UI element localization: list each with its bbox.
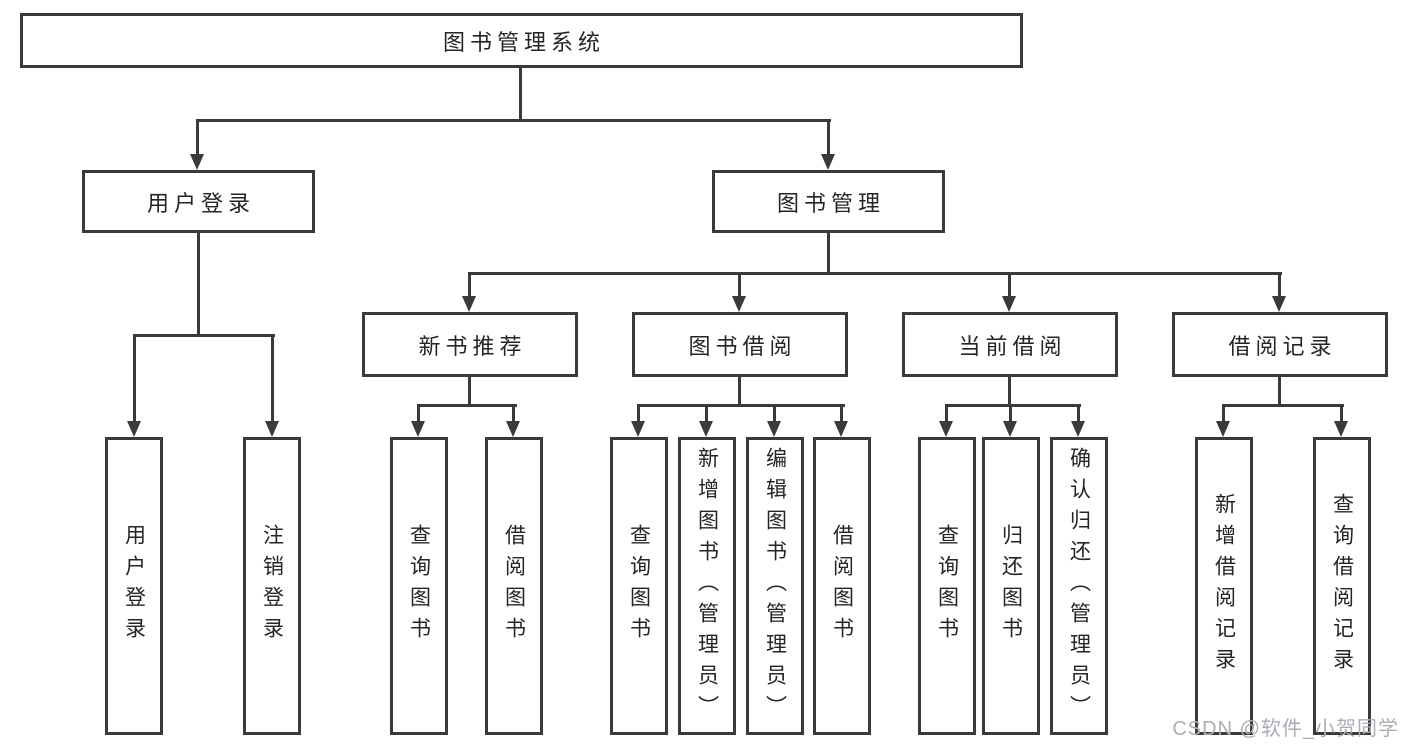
connector-line xyxy=(1077,404,1080,424)
connector-line xyxy=(133,334,275,337)
node-label: 当前借阅 xyxy=(958,333,1067,359)
leaf-query-books-1: 查询图书 xyxy=(390,437,448,735)
leaf-label: 编辑图书（管理员） xyxy=(763,446,787,726)
connector-line xyxy=(1008,377,1011,407)
connector-line xyxy=(827,119,830,158)
connector-line xyxy=(738,377,741,407)
connector-line xyxy=(468,377,471,407)
connector-line xyxy=(1340,404,1343,424)
arrow-down-icon xyxy=(1003,421,1017,437)
leaf-borrow-books-2: 借阅图书 xyxy=(813,437,871,735)
node-label: 借阅记录 xyxy=(1228,333,1337,359)
node-current-borrowing: 当前借阅 xyxy=(902,312,1118,377)
leaf-edit-book-admin: 编辑图书（管理员） xyxy=(746,437,804,735)
leaf-query-books-3: 查询图书 xyxy=(918,437,976,735)
leaf-borrow-books-1: 借阅图书 xyxy=(485,437,543,735)
arrow-down-icon xyxy=(834,421,848,437)
leaf-return-books: 归还图书 xyxy=(982,437,1040,735)
connector-line xyxy=(519,68,522,122)
connector-line xyxy=(827,233,830,275)
leaf-label: 确认归还（管理员） xyxy=(1067,446,1091,726)
watermark: CSDN @软件_小贺同学 xyxy=(1172,718,1399,740)
connector-line xyxy=(840,404,843,424)
leaf-label: 新增图书（管理员） xyxy=(695,446,719,726)
arrow-down-icon xyxy=(190,154,204,170)
leaf-label: 新增借阅记录 xyxy=(1212,493,1236,679)
leaf-query-books-2: 查询图书 xyxy=(610,437,668,735)
connector-line xyxy=(1009,404,1012,424)
connector-line xyxy=(1008,272,1011,298)
leaf-label: 用户登录 xyxy=(122,524,146,648)
leaf-query-borrow-record: 查询借阅记录 xyxy=(1313,437,1371,735)
arrow-down-icon xyxy=(1216,421,1230,437)
connector-line xyxy=(1278,377,1281,407)
node-label: 新书推荐 xyxy=(418,333,527,359)
connector-line xyxy=(945,404,1081,407)
arrow-down-icon xyxy=(1002,296,1016,312)
arrow-down-icon xyxy=(732,296,746,312)
connector-line xyxy=(512,404,515,424)
node-label: 图书借阅 xyxy=(688,333,797,359)
connector-line xyxy=(738,272,741,298)
connector-line xyxy=(1222,404,1225,424)
arrow-down-icon xyxy=(939,421,953,437)
connector-line xyxy=(417,404,420,424)
node-label: 图书管理 xyxy=(776,190,885,216)
leaf-label: 归还图书 xyxy=(999,524,1023,648)
leaf-logout: 注销登录 xyxy=(243,437,301,735)
arrow-down-icon xyxy=(127,421,141,437)
arrow-down-icon xyxy=(1071,421,1085,437)
leaf-label: 查询图书 xyxy=(627,524,651,648)
leaf-label: 借阅图书 xyxy=(502,524,526,648)
leaf-add-book-admin: 新增图书（管理员） xyxy=(678,437,736,735)
connector-line xyxy=(197,233,200,337)
connector-line xyxy=(417,404,517,407)
leaf-user-login: 用户登录 xyxy=(105,437,163,735)
node-borrowing-records: 借阅记录 xyxy=(1172,312,1388,377)
node-new-book-recommend: 新书推荐 xyxy=(362,312,578,377)
node-book-management: 图书管理 xyxy=(712,170,945,233)
leaf-label: 注销登录 xyxy=(260,524,284,648)
arrow-down-icon xyxy=(699,421,713,437)
arrow-down-icon xyxy=(1272,296,1286,312)
connector-line xyxy=(637,404,640,424)
connector-line xyxy=(773,404,776,424)
connector-line xyxy=(468,272,471,298)
arrow-down-icon xyxy=(265,421,279,437)
connector-line xyxy=(1278,272,1281,298)
connector-line xyxy=(196,119,831,122)
leaf-label: 查询图书 xyxy=(407,524,431,648)
arrow-down-icon xyxy=(1334,421,1348,437)
node-label: 图书管理系统 xyxy=(442,29,605,55)
arrow-down-icon xyxy=(462,296,476,312)
arrow-down-icon xyxy=(631,421,645,437)
connector-line xyxy=(945,404,948,424)
connector-line xyxy=(271,334,274,423)
node-user-login: 用户登录 xyxy=(82,170,315,233)
connector-line xyxy=(705,404,708,424)
connector-line xyxy=(196,119,199,158)
leaf-add-borrow-record: 新增借阅记录 xyxy=(1195,437,1253,735)
leaf-label: 借阅图书 xyxy=(830,524,854,648)
leaf-confirm-return-admin: 确认归还（管理员） xyxy=(1050,437,1108,735)
connector-line xyxy=(637,404,845,407)
arrow-down-icon xyxy=(821,154,835,170)
leaf-label: 查询借阅记录 xyxy=(1330,493,1354,679)
connector-line xyxy=(133,334,136,423)
node-library-system: 图书管理系统 xyxy=(20,13,1023,68)
arrow-down-icon xyxy=(506,421,520,437)
leaf-label: 查询图书 xyxy=(935,524,959,648)
connector-line xyxy=(468,272,1282,275)
node-book-borrowing: 图书借阅 xyxy=(632,312,848,377)
arrow-down-icon xyxy=(767,421,781,437)
arrow-down-icon xyxy=(411,421,425,437)
node-label: 用户登录 xyxy=(146,190,255,216)
connector-line xyxy=(1222,404,1344,407)
